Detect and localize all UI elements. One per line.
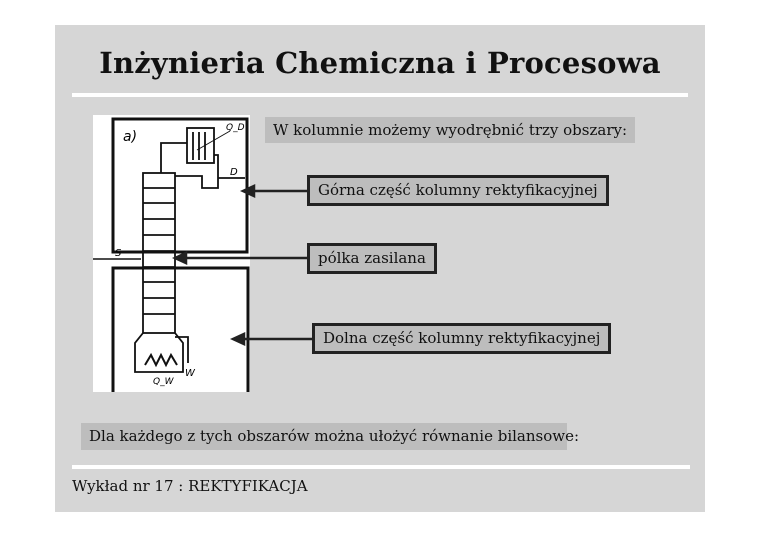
condenser — [160, 127, 245, 189]
upper-region-label: Górna część kolumny rektyfikacyjnej — [307, 175, 609, 206]
title-divider — [72, 93, 688, 97]
qw-label: Q_W — [153, 377, 175, 387]
footer-divider — [72, 465, 690, 469]
reboiler-coil — [144, 352, 178, 368]
balance-note: Dla każdego z tych obszarów można ułożyć… — [81, 423, 579, 450]
distillate-label: D — [230, 167, 238, 178]
intro-text: W kolumnie możemy wyodrębnić trzy obszar… — [265, 117, 636, 143]
feed-tray-label: pólka zasilana — [307, 243, 437, 274]
slide-title: Inżynieria Chemiczna i Procesowa — [99, 46, 661, 80]
panel-label: a) — [123, 129, 137, 145]
qd-label: Q_D — [226, 123, 245, 133]
column-shell — [134, 172, 184, 373]
rectification-column-diagram: a) Q_D D S W Q_W — [91, 115, 250, 402]
column-schematic: a) Q_D D S W Q_W — [91, 117, 250, 402]
footer-text: Wykład nr 17 : REKTYFIKACJA — [72, 477, 308, 495]
bottoms-label: W — [185, 368, 196, 379]
upper-region-frame — [111, 117, 249, 254]
feed-label: S — [115, 248, 122, 259]
lower-region-label: Dolna część kolumny rektyfikacyjnej — [312, 323, 612, 354]
